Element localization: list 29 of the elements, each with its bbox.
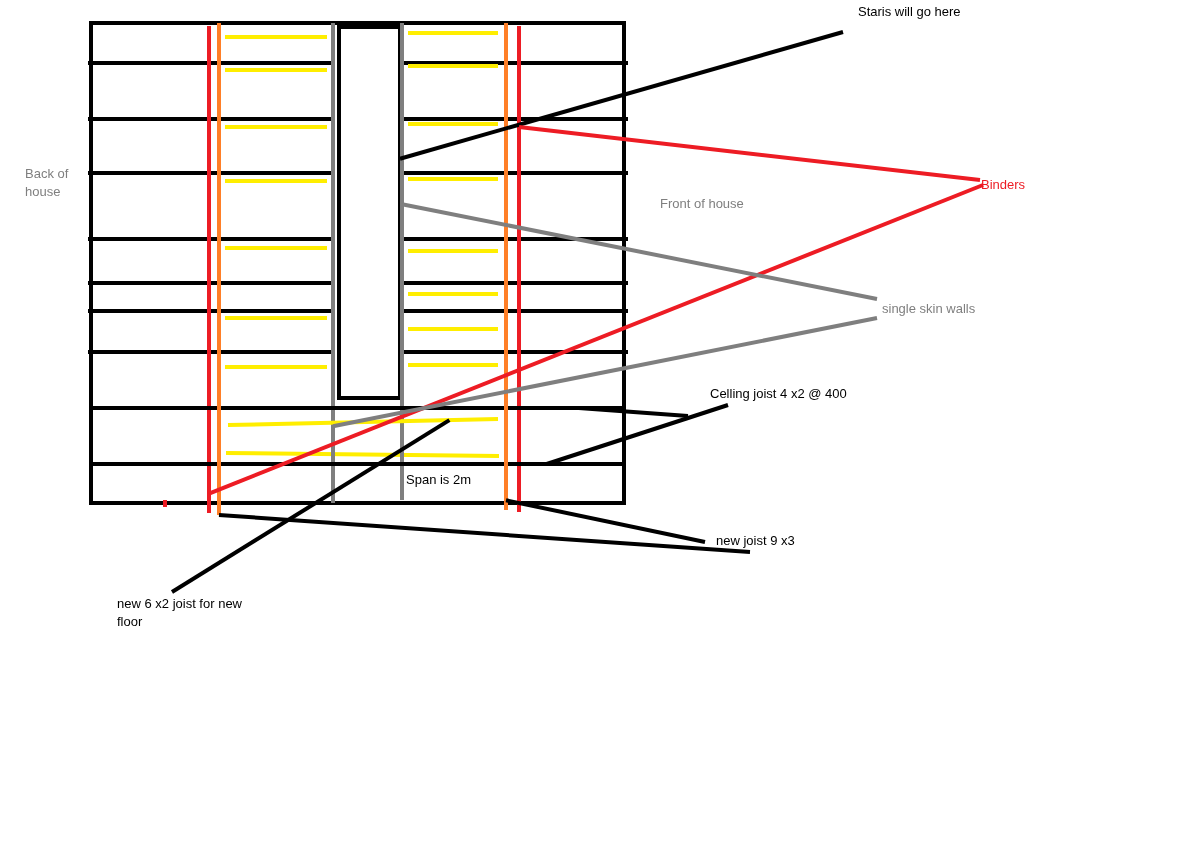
binder-beam: [517, 26, 521, 512]
leader-line: [401, 202, 878, 301]
callout-text: new 6 x2 joist for new floor: [117, 595, 267, 631]
callout-text: Celling joist 4 x2 @ 400: [710, 385, 870, 403]
leader-line: [218, 513, 751, 554]
side-label: Front of house: [660, 195, 745, 213]
joist: [217, 23, 221, 515]
leader-line: [399, 30, 844, 161]
callout-text: single skin walls: [882, 300, 1002, 318]
leader-line: [518, 125, 981, 182]
leader-line: [170, 418, 451, 594]
ceiling-joist: [91, 462, 624, 466]
leader-line: [505, 498, 706, 544]
leader-line: [578, 406, 689, 418]
wall: [400, 23, 404, 500]
ceiling-joist: [91, 406, 624, 410]
span-note: Span is 2m: [406, 471, 473, 489]
callout-text: Staris will go here: [858, 3, 988, 21]
leader-line: [546, 403, 729, 466]
joist: [504, 23, 508, 510]
side-label: Back of house: [25, 165, 70, 201]
binder-beam: [207, 26, 211, 513]
stair-opening: [337, 25, 402, 400]
leader-line: [332, 316, 878, 429]
floor-joist: [227, 417, 499, 427]
wall: [331, 23, 335, 503]
callout-text: new joist 9 x3: [716, 532, 816, 550]
callout-text: Binders: [981, 176, 1041, 194]
leader-line: [208, 183, 984, 496]
